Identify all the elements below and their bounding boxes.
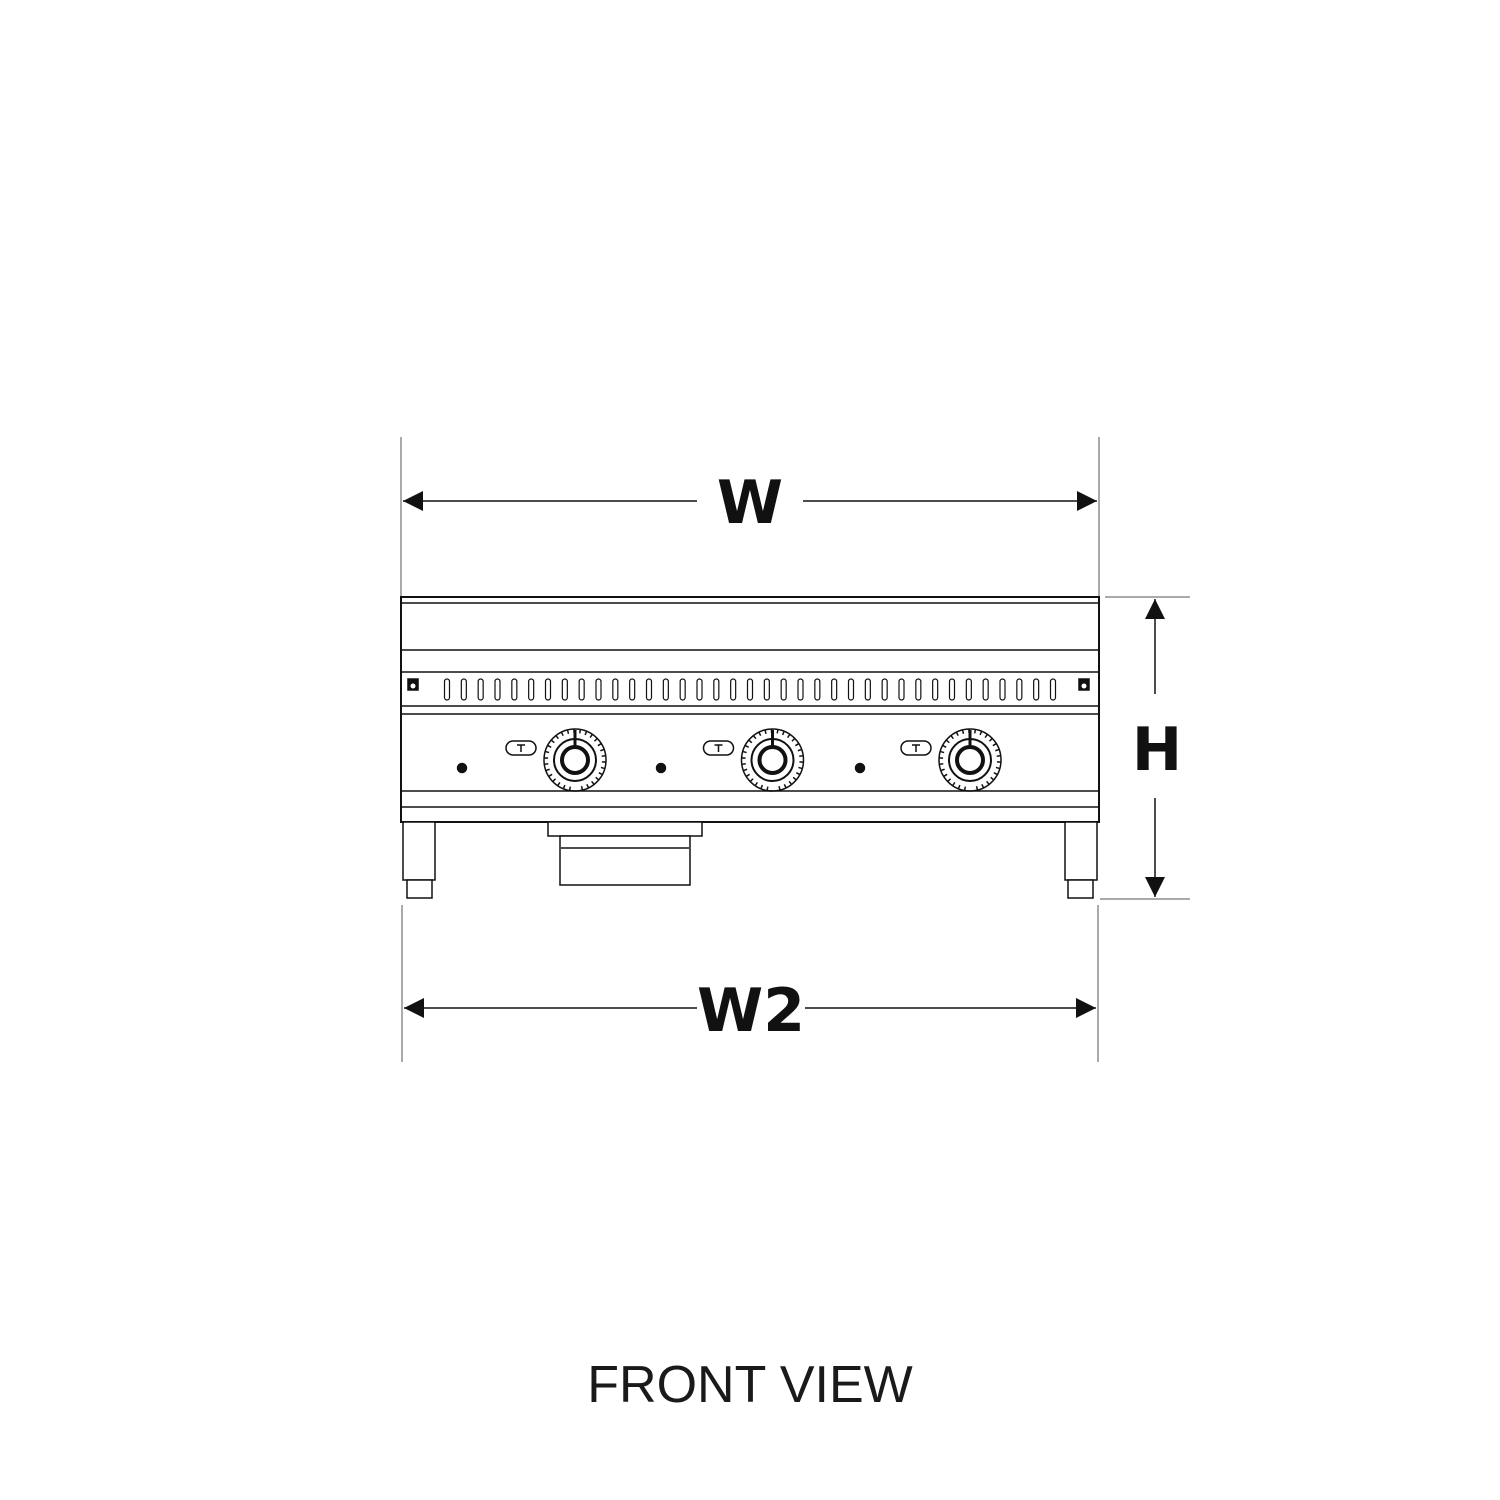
vent-slot (814, 678, 821, 701)
vent-slot (713, 678, 720, 701)
vent-slot (948, 678, 956, 701)
right-foot (1067, 879, 1094, 899)
drip-tray-bracket (547, 821, 703, 837)
vent-slot (629, 678, 636, 701)
control-knobs (456, 728, 1002, 792)
control-knob[interactable] (900, 728, 1002, 792)
vent-slot (578, 678, 585, 701)
vent-slot (1049, 678, 1057, 701)
vent-slot (696, 678, 703, 701)
vent-slot (662, 678, 669, 701)
vent-slot (1016, 678, 1023, 701)
width-label: W (717, 468, 783, 538)
base-width-dimension: W2 (404, 955, 1096, 1060)
vent-slot (763, 678, 770, 701)
vent-slot (932, 678, 939, 701)
legs-and-drip-tray (402, 821, 1098, 899)
vent-slot (544, 678, 552, 701)
vent-slot (679, 678, 686, 701)
extension-lines (400, 437, 1190, 1062)
control-knob[interactable] (505, 728, 607, 792)
vent-slot (881, 678, 888, 701)
vent-slot (645, 678, 653, 701)
vent-slot (595, 678, 602, 701)
vent-slot (847, 678, 855, 701)
vent-slot (460, 678, 467, 701)
vent-slot (864, 678, 871, 701)
vent-slot (982, 678, 989, 701)
vent-slot (898, 678, 905, 701)
vent-slot (831, 678, 838, 701)
vent-slot (797, 678, 804, 701)
view-title: FRONT VIEW (587, 1356, 912, 1414)
vent-slot (561, 678, 568, 701)
base-width-label: W2 (697, 976, 805, 1046)
igniter-button[interactable] (900, 740, 932, 756)
vent-slot (746, 678, 754, 701)
height-label: H (1132, 715, 1182, 785)
vent-slot (780, 678, 787, 701)
control-knob[interactable] (702, 728, 805, 792)
griddle-body (400, 596, 1100, 823)
right-leg (1064, 821, 1098, 881)
igniter-button[interactable] (505, 740, 537, 756)
vent-slot (511, 678, 518, 701)
width-dimension: W (403, 447, 1097, 550)
vent-slots (443, 678, 1057, 701)
screw-icon (456, 762, 468, 774)
vent-slot (730, 678, 737, 701)
drip-tray[interactable] (559, 835, 691, 886)
left-foot (406, 879, 433, 899)
left-leg (402, 821, 436, 881)
height-dimension: H (1128, 599, 1190, 897)
vent-slot (494, 678, 501, 701)
vent-slot (1033, 678, 1040, 701)
igniter-button[interactable] (702, 740, 735, 756)
vent-slot (612, 678, 619, 701)
vent-slot (999, 678, 1006, 701)
vent-slot (528, 678, 535, 701)
screw-icon (854, 762, 866, 774)
vent-slot (477, 678, 484, 701)
screw-icon (655, 762, 667, 774)
vent-slot (965, 678, 972, 701)
vent-slot (443, 678, 451, 701)
vent-slot (915, 678, 922, 701)
